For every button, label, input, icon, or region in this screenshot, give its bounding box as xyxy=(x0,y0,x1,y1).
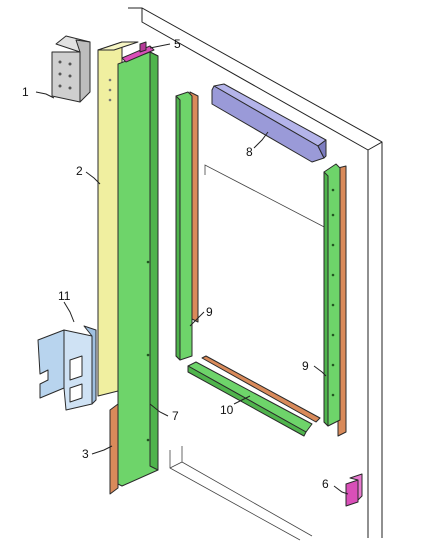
part-9-right-channel xyxy=(323,163,347,437)
part-6-magenta-bracket xyxy=(345,473,363,507)
bracket-1-hole xyxy=(58,60,62,64)
bracket-1-hole xyxy=(58,84,62,88)
blue-bracket-slot xyxy=(69,383,83,403)
right-channel-hole xyxy=(331,213,335,217)
bottom-rail-face xyxy=(187,361,313,433)
leader-9b xyxy=(313,365,327,377)
callout-7: 7 xyxy=(172,409,179,423)
purple-rail-face xyxy=(211,85,325,163)
blue-bracket-back xyxy=(37,329,65,399)
callout-8: 8 xyxy=(246,145,253,159)
callout-5: 5 xyxy=(174,37,181,51)
door-frame-outline xyxy=(128,7,383,541)
part-8-purple-rail xyxy=(211,83,327,163)
part-7-green-panel xyxy=(117,51,159,487)
leader-8 xyxy=(253,131,269,149)
copper-strip-3 xyxy=(109,403,119,495)
leader-9a xyxy=(189,311,205,327)
bracket-1-hole xyxy=(58,72,62,76)
green-panel-hole xyxy=(146,438,150,442)
right-channel-hole xyxy=(331,273,335,277)
right-channel-hole xyxy=(331,243,335,247)
bracket-1-hole xyxy=(68,62,72,66)
right-channel-hole xyxy=(331,188,335,192)
callout-6: 6 xyxy=(322,477,329,491)
part-10-bottom-rail xyxy=(187,355,321,437)
part-3-copper-strip xyxy=(109,403,119,495)
leader-2 xyxy=(85,171,101,185)
part-11-blue-bracket xyxy=(37,325,97,411)
green-panel-edge xyxy=(149,51,159,471)
leader-6 xyxy=(333,485,349,495)
blue-bracket-slot xyxy=(69,355,83,381)
bracket-1-side xyxy=(75,39,91,103)
bottom-rail-copper xyxy=(201,355,321,423)
part-5-magenta-clip xyxy=(121,41,155,63)
leader-7 xyxy=(149,403,169,417)
green-panel-hole xyxy=(146,260,150,264)
callout-9-left: 9 xyxy=(206,305,213,319)
green-panel-hole xyxy=(146,353,150,357)
callout-2: 2 xyxy=(76,164,83,178)
right-channel-hole xyxy=(331,363,335,367)
callout-10: 10 xyxy=(220,403,234,417)
bottom-rail-lip xyxy=(187,365,307,437)
magenta-clip-tab xyxy=(139,41,147,53)
bracket-1-hole xyxy=(68,74,72,78)
bracket-1-hole xyxy=(68,86,72,90)
yellow-panel-hole xyxy=(108,88,112,92)
callout-11: 11 xyxy=(58,289,71,303)
leader-1 xyxy=(35,91,55,99)
leader-11 xyxy=(63,301,75,323)
magenta-bracket-top xyxy=(349,473,363,501)
yellow-panel-top xyxy=(97,41,139,51)
part-9-left-channel xyxy=(175,91,199,361)
left-channel-flange xyxy=(175,95,181,361)
leader-lines xyxy=(35,43,349,495)
callout-3: 3 xyxy=(82,447,89,461)
purple-rail-end xyxy=(317,139,327,159)
right-channel-hole xyxy=(331,393,335,397)
leader-10 xyxy=(233,395,251,405)
magenta-bracket-face xyxy=(345,479,359,507)
callout-9-right: 9 xyxy=(302,359,309,373)
right-channel-hole xyxy=(331,303,335,307)
blue-bracket-side xyxy=(83,325,97,405)
leader-3 xyxy=(91,445,113,455)
callout-labels: 1 2 3 5 6 7 8 9 9 10 11 xyxy=(22,37,329,491)
leader-5 xyxy=(149,43,171,49)
right-channel-flange xyxy=(323,171,329,427)
yellow-panel-hole xyxy=(108,78,112,82)
part-1-gray-bracket xyxy=(51,35,91,103)
yellow-panel-hole xyxy=(108,98,112,102)
callout-1: 1 xyxy=(22,85,29,99)
right-channel-hole xyxy=(331,333,335,337)
bracket-1-face xyxy=(51,51,81,103)
